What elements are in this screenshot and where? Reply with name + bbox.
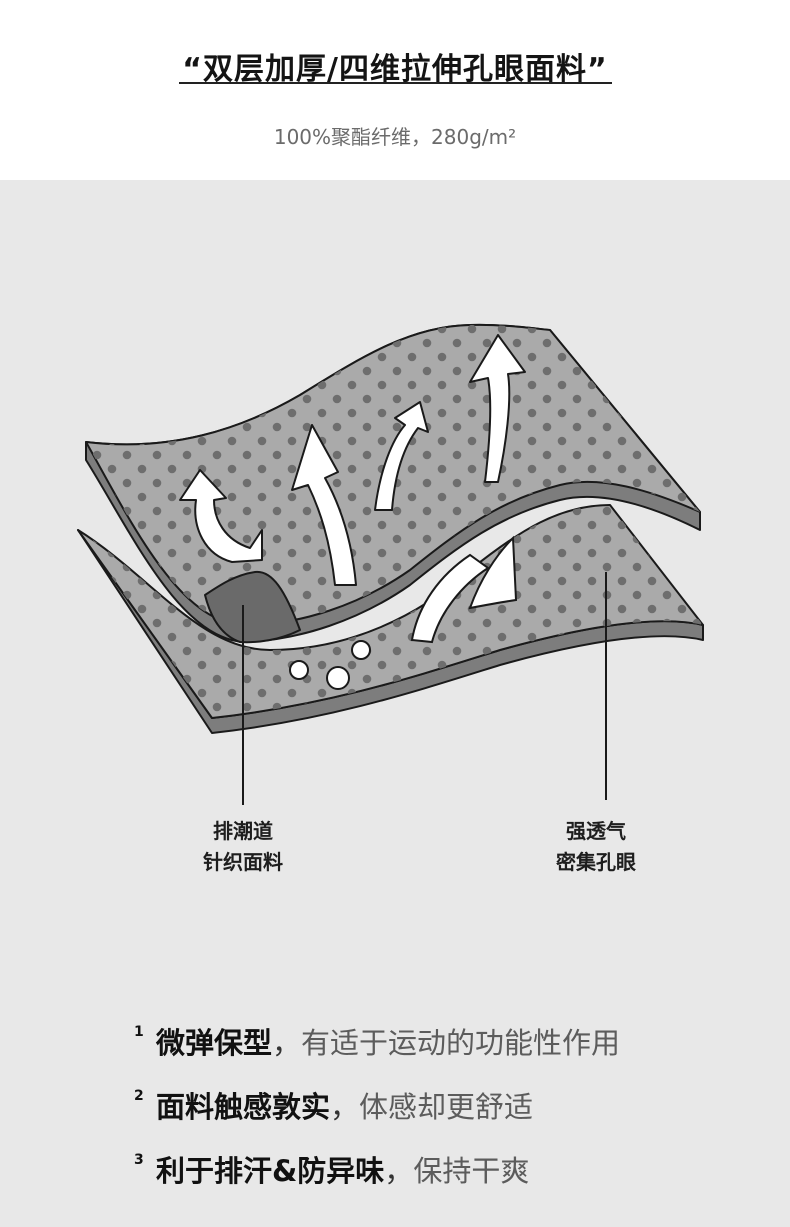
- callout-moisture-channel: 排潮道 针织面料: [163, 816, 323, 878]
- feature-highlight: 面料触感敦实: [156, 1090, 331, 1124]
- feature-item: 2 面料触感敦实 ， 体感却更舒适: [134, 1084, 620, 1148]
- feature-number: 3: [134, 1152, 144, 1168]
- feature-number: 1: [134, 1024, 144, 1040]
- callout-line: 排潮道: [213, 819, 273, 843]
- feature-separator: ，: [384, 1154, 414, 1188]
- feature-separator: ，: [272, 1026, 302, 1060]
- callout-line: 密集孔眼: [556, 850, 636, 874]
- header: “双层加厚/四维拉伸孔眼面料” 100%聚酯纤维，280g/m²: [0, 0, 790, 180]
- feature-description: 有适于运动的功能性作用: [301, 1026, 621, 1060]
- airflow-arrow-icon: [179, 334, 526, 586]
- callout-breathable-holes: 强透气 密集孔眼: [516, 816, 676, 878]
- feature-number: 2: [134, 1088, 144, 1104]
- moisture-bubble-icon: [289, 640, 371, 690]
- feature-description: 体感却更舒适: [359, 1090, 534, 1124]
- bottom-fabric-layer: [77, 504, 704, 734]
- feature-item: 3 利于排汗&防异味 ， 保持干爽: [134, 1148, 620, 1212]
- page-subtitle: 100%聚酯纤维，280g/m²: [273, 125, 517, 149]
- airflow-arrow-icon: [410, 535, 518, 644]
- title-underline: [179, 82, 612, 84]
- feature-separator: ，: [330, 1090, 360, 1124]
- feature-description: 保持干爽: [413, 1154, 530, 1188]
- page-title: “双层加厚/四维拉伸孔眼面料”: [182, 52, 608, 87]
- feature-list: 1 微弹保型 ， 有适于运动的功能性作用 2 面料触感敦实 ， 体感却更舒适 3…: [134, 1020, 620, 1212]
- feature-highlight: 微弹保型: [156, 1026, 273, 1060]
- feature-item: 1 微弹保型 ， 有适于运动的功能性作用: [134, 1020, 620, 1084]
- feature-highlight: 利于排汗&防异味: [156, 1154, 385, 1188]
- fabric-illustration: [77, 323, 704, 805]
- callout-line: 针织面料: [203, 850, 283, 874]
- callout-line: 强透气: [566, 819, 626, 843]
